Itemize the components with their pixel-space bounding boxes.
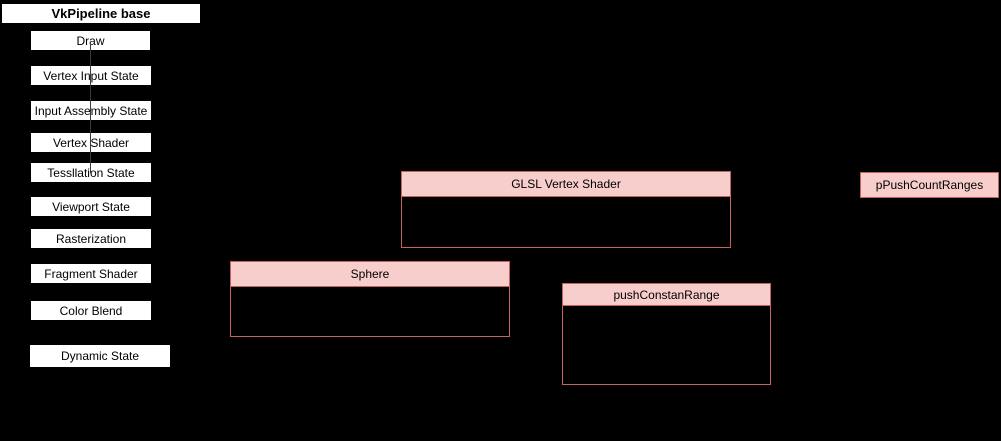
stage-box-rasterization: Rasterization <box>31 229 151 248</box>
stage-box-draw: Draw <box>31 31 150 50</box>
connector-line <box>90 45 91 173</box>
stage-box-tessllation-state: Tessllation State <box>31 163 151 182</box>
node-push-constan-range-title: pushConstanRange <box>563 284 770 306</box>
stage-box-viewport-state: Viewport State <box>31 197 151 216</box>
node-p-push-count-ranges: pPushCountRanges <box>860 172 999 198</box>
stage-box-vertex-shader: Vertex Shader <box>31 133 151 152</box>
vkpipeline-base-box: VkPipeline base <box>1 3 201 24</box>
node-sphere: Sphere <box>230 261 510 337</box>
stage-box-vertex-input-state: Vertex Input State <box>31 66 151 85</box>
stage-box-fragment-shader: Fragment Shader <box>31 264 151 283</box>
node-sphere-title: Sphere <box>231 262 509 287</box>
node-glsl-vertex-shader: GLSL Vertex Shader <box>401 171 731 248</box>
stage-box-input-assembly-state: Input Assembly State <box>31 101 151 120</box>
node-glsl-vertex-shader-title: GLSL Vertex Shader <box>402 172 730 197</box>
node-push-constan-range: pushConstanRange <box>562 283 771 385</box>
stage-box-dynamic-state: Dynamic State <box>30 345 170 367</box>
stage-box-color-blend: Color Blend <box>31 301 151 320</box>
